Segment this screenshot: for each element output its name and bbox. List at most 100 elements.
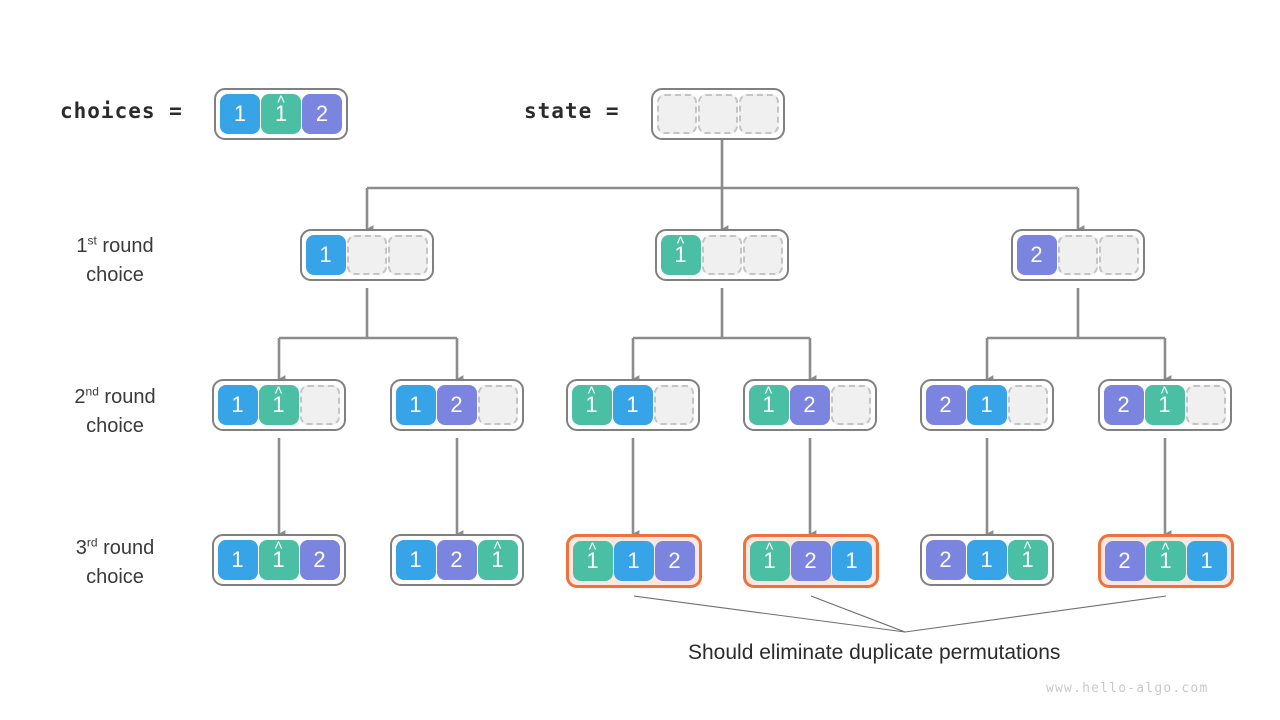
array-cell-text: 1 — [627, 548, 640, 573]
caret-hat-icon: ˄ — [1161, 538, 1170, 555]
hat-number: ˄1 — [1158, 383, 1171, 417]
caret-hat-icon: ˄ — [764, 382, 773, 399]
array-cell-text: 1 — [1159, 548, 1172, 573]
array-cell-empty — [653, 385, 694, 425]
caret-hat-icon: ˄ — [493, 537, 502, 554]
caret-hat-icon: ˄ — [676, 232, 685, 249]
array-cell-empty — [1098, 235, 1139, 275]
round-label-1-line1: 1st round — [76, 233, 154, 257]
array-cell-text: 2 — [1117, 392, 1130, 417]
array-cell-empty — [1057, 235, 1098, 275]
array-cell-value-hat: ˄1 — [572, 538, 613, 581]
hat-number: ˄1 — [1021, 538, 1034, 572]
array-cell-empty — [1185, 385, 1226, 425]
round-label-2: 2nd round choice — [20, 383, 210, 441]
array-cell-value-hat: ˄1 — [749, 539, 790, 581]
array-cell-value: 2 — [925, 385, 966, 425]
hat-number: ˄1 — [491, 538, 503, 571]
array-cell-value: 2 — [1103, 385, 1144, 425]
hat-number: ˄1 — [274, 92, 288, 126]
array-cell-text: 1 — [763, 548, 776, 573]
caret-hat-icon: ˄ — [276, 91, 286, 108]
hat-number: ˄1 — [674, 233, 687, 267]
array-cell-text: 2 — [1030, 242, 1043, 267]
tree-node: 1 — [299, 229, 434, 281]
state-label: state = — [524, 99, 620, 123]
array-cell-value: 1 — [1186, 541, 1227, 581]
caret-hat-icon: ˄ — [588, 538, 597, 555]
array-cell-text: 1 — [1158, 392, 1171, 417]
hat-number: ˄1 — [1159, 539, 1172, 573]
array-cell-empty — [477, 385, 518, 425]
array-cell-value: 1 — [217, 385, 258, 425]
array-cell-value: 2 — [302, 94, 342, 134]
array-cell-text: 1 — [980, 392, 993, 417]
array-cell-text: 1 — [674, 242, 687, 267]
round-label-1-line2: choice — [86, 264, 144, 286]
array-cell-value-hat: ˄1 — [258, 382, 299, 425]
tree-node: ˄1 — [654, 229, 789, 281]
array-cell-text: 1 — [585, 392, 598, 417]
array-cell-value: 2 — [790, 541, 831, 581]
array-cell-empty — [657, 94, 697, 134]
array-cell-text: 1 — [1021, 547, 1034, 572]
tree-node: 1 2 ˄1 — [389, 534, 524, 586]
array-cell-text: 2 — [450, 547, 463, 572]
round-label-3: 3rd round choice — [20, 534, 210, 592]
hat-number: ˄1 — [763, 539, 776, 573]
array-cell-empty — [739, 94, 779, 134]
array-cell-text: 2 — [939, 392, 952, 417]
array-cell-text: 2 — [450, 392, 463, 417]
round-label-2-line1: 2nd round — [74, 384, 156, 408]
array-cell-value: 1 — [612, 385, 653, 425]
array-cell-value-hat: ˄1 — [261, 92, 301, 134]
array-cell-text: 1 — [409, 392, 422, 417]
array-cell-text: 1 — [319, 242, 332, 267]
caret-hat-icon: ˄ — [274, 382, 283, 399]
caret-hat-icon: ˄ — [274, 537, 283, 554]
array-cell-text: 1 — [272, 392, 285, 417]
array-cell-value: 2 — [299, 540, 340, 580]
array-cell-text: 1 — [231, 392, 244, 417]
array-cell-text: 2 — [315, 101, 329, 126]
array-cell-text: 2 — [804, 548, 817, 573]
array-cell-text: 1 — [626, 392, 639, 417]
tree-node-highlighted: ˄1 2 1 — [742, 534, 879, 588]
callout-leader-3 — [904, 595, 1167, 633]
array-cell-value: 2 — [1104, 541, 1145, 581]
caret-hat-icon: ˄ — [1160, 382, 1169, 399]
array-cell-value: 2 — [654, 541, 695, 581]
array-cell-text: 1 — [409, 547, 422, 572]
array-cell-value-hat: ˄1 — [1145, 539, 1186, 581]
array-cell-empty — [1007, 385, 1048, 425]
array-cell-value: 1 — [305, 235, 346, 275]
array-cell-value-hat: ˄1 — [477, 538, 518, 580]
array-cell-empty — [698, 94, 738, 134]
choices-label: choices = — [60, 99, 183, 123]
tree-node: 2 — [1010, 229, 1145, 281]
array-cell-value-hat: ˄1 — [660, 233, 701, 275]
array-cell-text: 1 — [274, 101, 288, 126]
array-cell-value: 1 — [613, 541, 654, 581]
array-cell-text: 2 — [803, 392, 816, 417]
array-cell-value: 1 — [220, 94, 260, 134]
array-cell-text: 1 — [762, 392, 775, 417]
hat-number: ˄1 — [762, 383, 775, 417]
array-cell-empty — [346, 235, 387, 275]
array-cell-text: 1 — [845, 548, 858, 573]
array-cell-value: 2 — [789, 385, 830, 425]
array-cell-value: 1 — [395, 385, 436, 425]
round-label-3-line1: 3rd round — [75, 535, 155, 559]
callout-leader-1 — [633, 595, 906, 633]
callout-leader-2 — [810, 595, 906, 633]
state-array — [651, 88, 785, 140]
array-cell-value: 2 — [436, 385, 477, 425]
array-cell-empty — [830, 385, 871, 425]
array-cell-empty — [299, 385, 340, 425]
watermark: www.hello-algo.com — [1046, 681, 1209, 696]
